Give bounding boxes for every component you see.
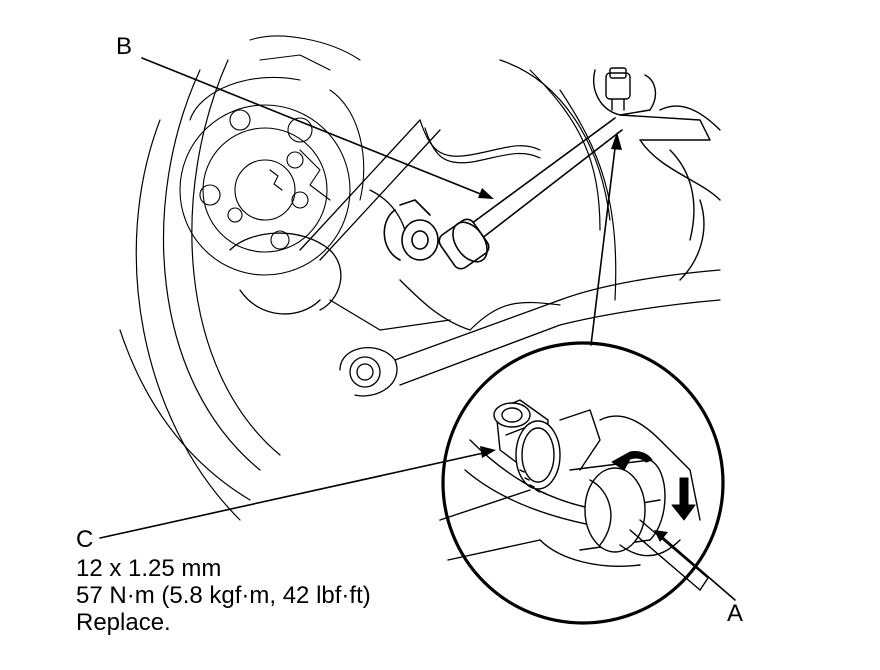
callout-b: B bbox=[116, 33, 133, 60]
spec-note: Replace. bbox=[76, 609, 171, 636]
torque-spec: 12 x 1.25 mm 57 N·m (5.8 kgf·m, 42 lbf·f… bbox=[76, 555, 371, 636]
detail-contents bbox=[439, 399, 709, 591]
callout-a: A bbox=[727, 600, 744, 627]
leader-lines bbox=[99, 57, 736, 601]
rotation-arrow-icon bbox=[611, 451, 696, 521]
arrowheads bbox=[478, 132, 668, 542]
lower-arm bbox=[229, 119, 721, 397]
tire-outline bbox=[119, 59, 617, 521]
spec-torque: 57 N·m (5.8 kgf·m, 42 lbf·ft) bbox=[76, 582, 371, 609]
spec-size: 12 x 1.25 mm bbox=[76, 555, 222, 582]
brake-hose bbox=[419, 119, 561, 331]
stabilizer-link bbox=[383, 117, 623, 270]
brake-rotor bbox=[179, 35, 365, 276]
callout-c: C bbox=[76, 526, 94, 553]
upper-mount bbox=[593, 67, 721, 281]
